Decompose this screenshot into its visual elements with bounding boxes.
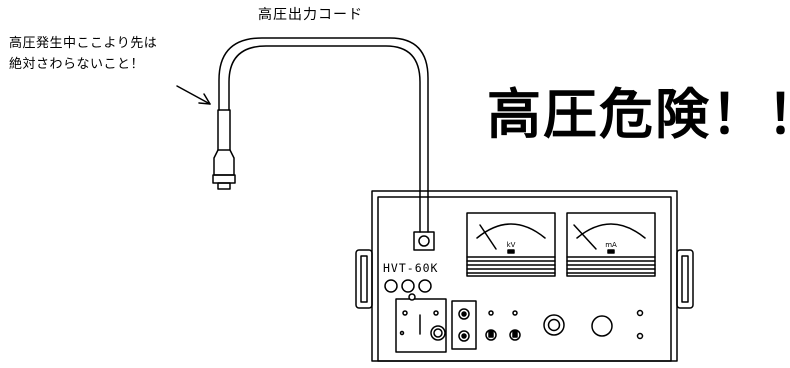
analog-meter-right — [566, 212, 656, 277]
warning-line-2: 絶対さわらないこと！ — [9, 57, 145, 72]
cable-label: 高圧出力コード — [258, 7, 363, 23]
warning-note: 高圧発生中ここより先は 絶対さわらないこと！ — [9, 33, 157, 75]
probe-icon — [212, 109, 236, 190]
hv-output-cable — [218, 37, 429, 233]
indicator-lamps — [384, 279, 432, 293]
knob-icon — [485, 309, 644, 341]
output-connector — [413, 231, 435, 251]
side-handle-right — [676, 249, 694, 309]
meter-left-unit: kV — [507, 241, 516, 249]
toggle-switch-icon — [451, 300, 477, 350]
meter-right-unit: mA — [605, 241, 617, 249]
side-handle-icon — [355, 249, 373, 309]
control-panel-left — [395, 293, 447, 353]
danger-title: 高圧危険！！ — [487, 83, 790, 146]
analog-meter-icon — [466, 212, 556, 277]
model-label: HVT-60K — [383, 261, 439, 275]
arrow-icon — [176, 85, 211, 105]
warning-line-1: 高圧発生中ここより先は — [9, 36, 158, 51]
